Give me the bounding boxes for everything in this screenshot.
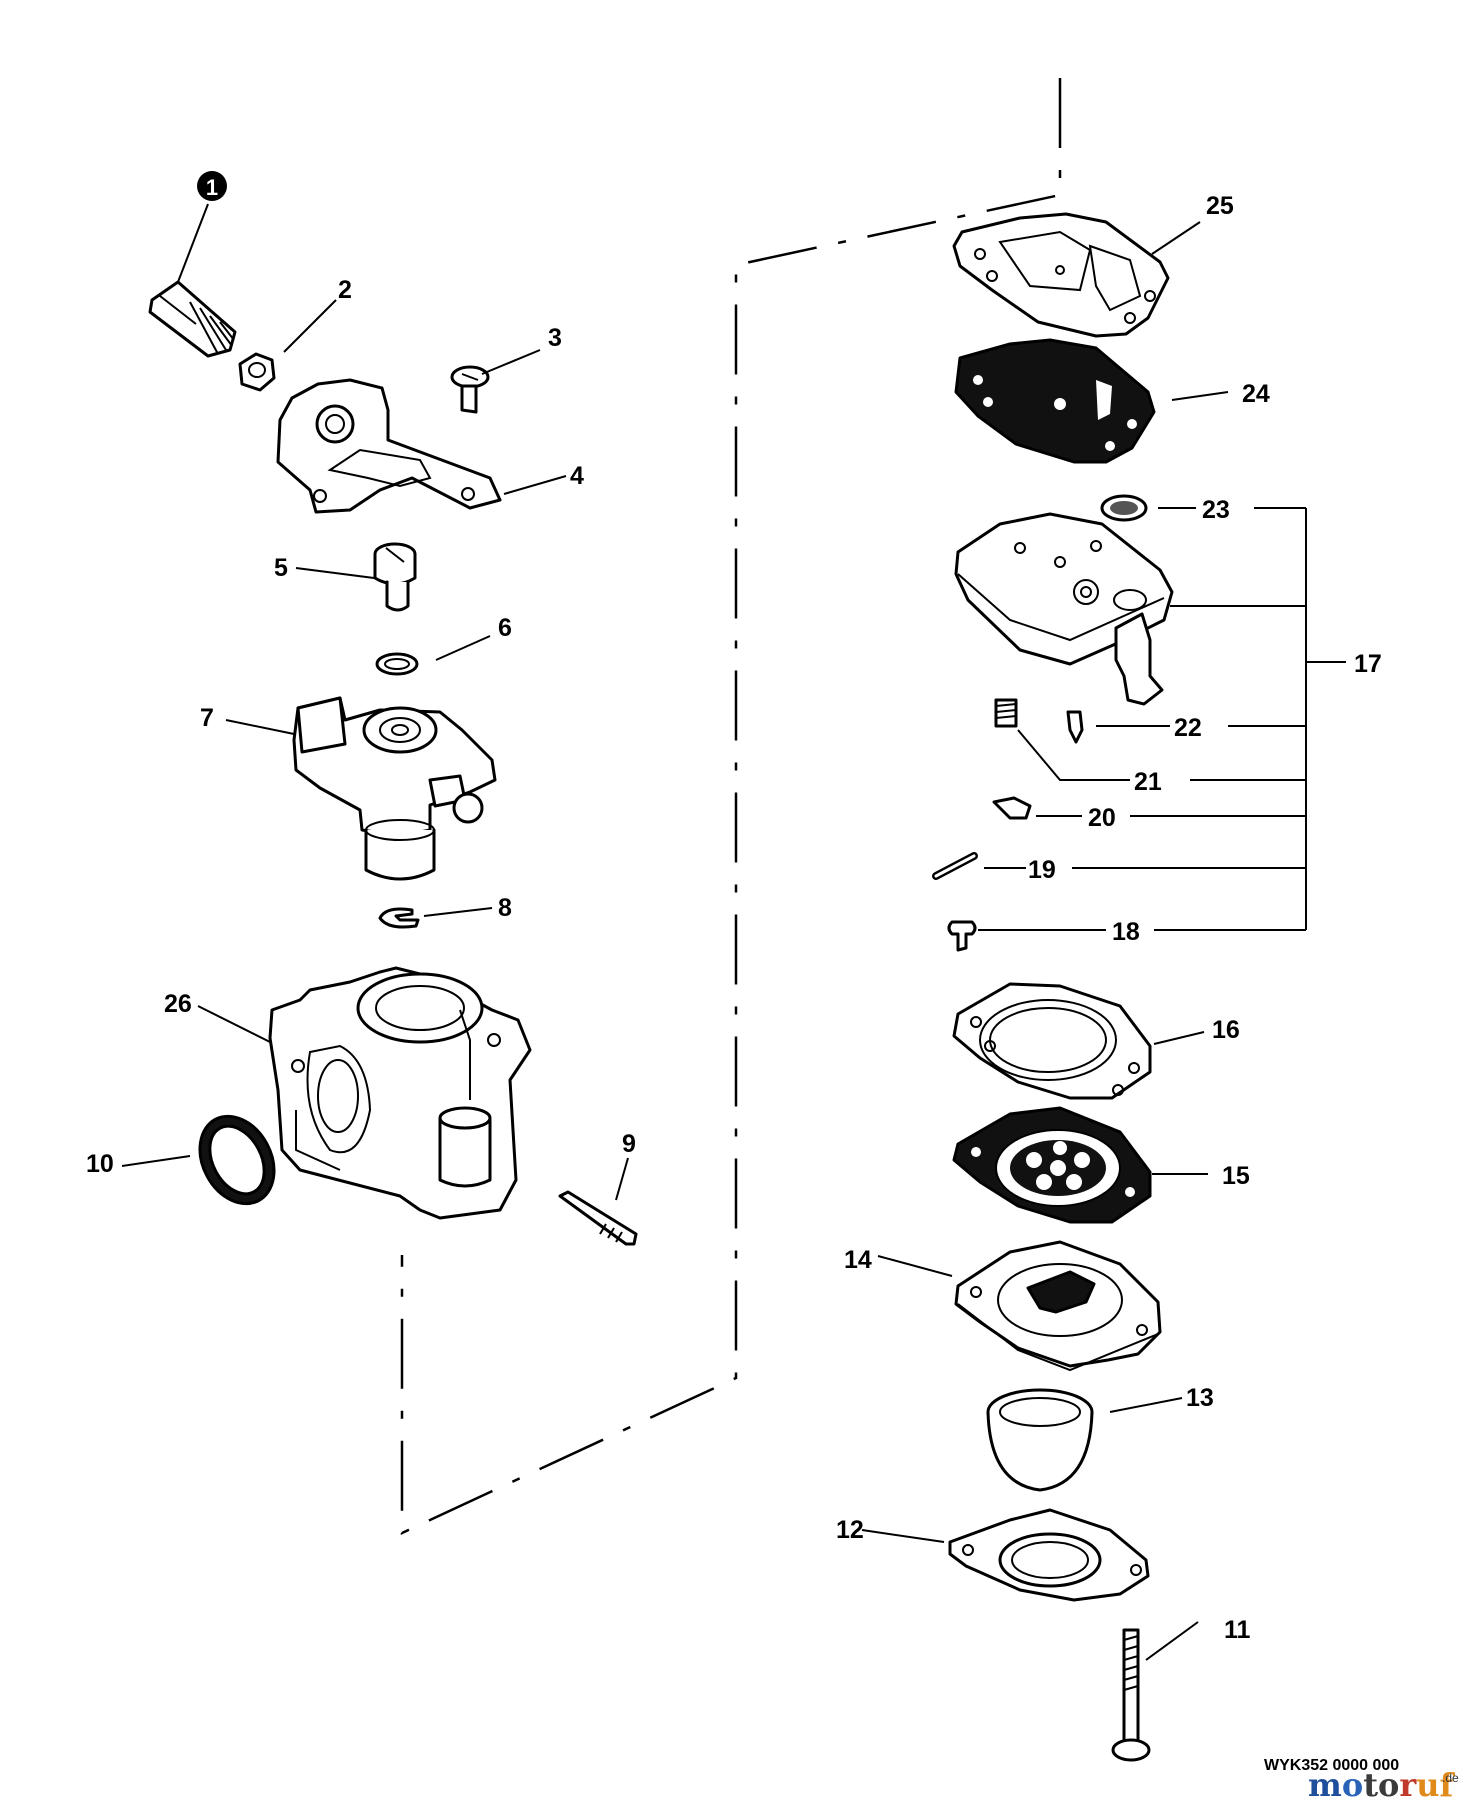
part-12-retainer <box>948 1508 1150 1602</box>
label-12: 12 <box>836 1516 864 1544</box>
part-24-diaphragm <box>954 338 1156 464</box>
part-17-pump-cover <box>954 512 1174 706</box>
part-20-lever <box>992 796 1032 820</box>
label-15: 15 <box>1222 1162 1250 1190</box>
part-8-eclip <box>378 907 420 929</box>
label-14: 14 <box>844 1246 872 1274</box>
callout-1: 1 <box>197 171 227 201</box>
part-3-screw <box>450 365 490 414</box>
part-14-cover <box>954 1240 1162 1372</box>
label-26: 26 <box>164 990 192 1018</box>
label-5: 5 <box>274 554 288 582</box>
part-10-ring <box>198 1114 276 1206</box>
label-16: 16 <box>1212 1016 1240 1044</box>
part-6-oring <box>375 652 419 676</box>
label-13: 13 <box>1186 1384 1214 1412</box>
part-2-nut <box>238 352 276 392</box>
label-17: 17 <box>1354 650 1382 678</box>
motoruf-watermark: motoruf .de <box>1308 1766 1459 1800</box>
part-15-diaphragm <box>952 1106 1152 1224</box>
label-1: 1 <box>206 175 218 200</box>
label-25: 25 <box>1206 192 1234 220</box>
part-23-screen <box>1100 494 1148 522</box>
drawing-code: WYK352 0000 000 <box>1264 1757 1399 1774</box>
label-8: 8 <box>498 894 512 922</box>
part-9-needle <box>558 1190 638 1246</box>
leader-lines <box>121 203 1346 1661</box>
part-16-gasket <box>952 982 1152 1100</box>
part-18-screw <box>947 920 977 952</box>
assembly-dash-line <box>400 78 1062 1535</box>
part-1-adjust-screw <box>148 280 237 358</box>
label-21: 21 <box>1134 768 1162 796</box>
part-4-bracket <box>276 378 502 514</box>
label-2: 2 <box>338 276 352 304</box>
part-7-throttle-body <box>292 696 497 881</box>
part-22-needle-valve <box>1066 710 1084 744</box>
label-10: 10 <box>86 1150 114 1178</box>
brand-suffix: .de <box>1442 1771 1459 1785</box>
label-20: 20 <box>1088 804 1116 832</box>
part-26-carb-body <box>268 966 532 1220</box>
label-4: 4 <box>570 462 584 490</box>
label-6: 6 <box>498 614 512 642</box>
label-24: 24 <box>1242 380 1270 408</box>
label-19: 19 <box>1028 856 1056 884</box>
label-9: 9 <box>622 1130 636 1158</box>
part-25-gasket <box>952 212 1170 338</box>
label-18: 18 <box>1112 918 1140 946</box>
label-22: 22 <box>1174 714 1202 742</box>
svg-text:motoruf: motoruf <box>1308 1766 1455 1800</box>
part-5-shaft <box>373 542 417 612</box>
label-3: 3 <box>548 324 562 352</box>
label-23: 23 <box>1202 496 1230 524</box>
label-7: 7 <box>200 704 214 732</box>
label-11: 11 <box>1224 1616 1251 1644</box>
part-13-primer-bulb <box>986 1388 1094 1492</box>
part-21-spring <box>994 698 1018 728</box>
part-11-long-screw <box>1111 1628 1151 1762</box>
brand-m: m <box>1308 1766 1342 1800</box>
